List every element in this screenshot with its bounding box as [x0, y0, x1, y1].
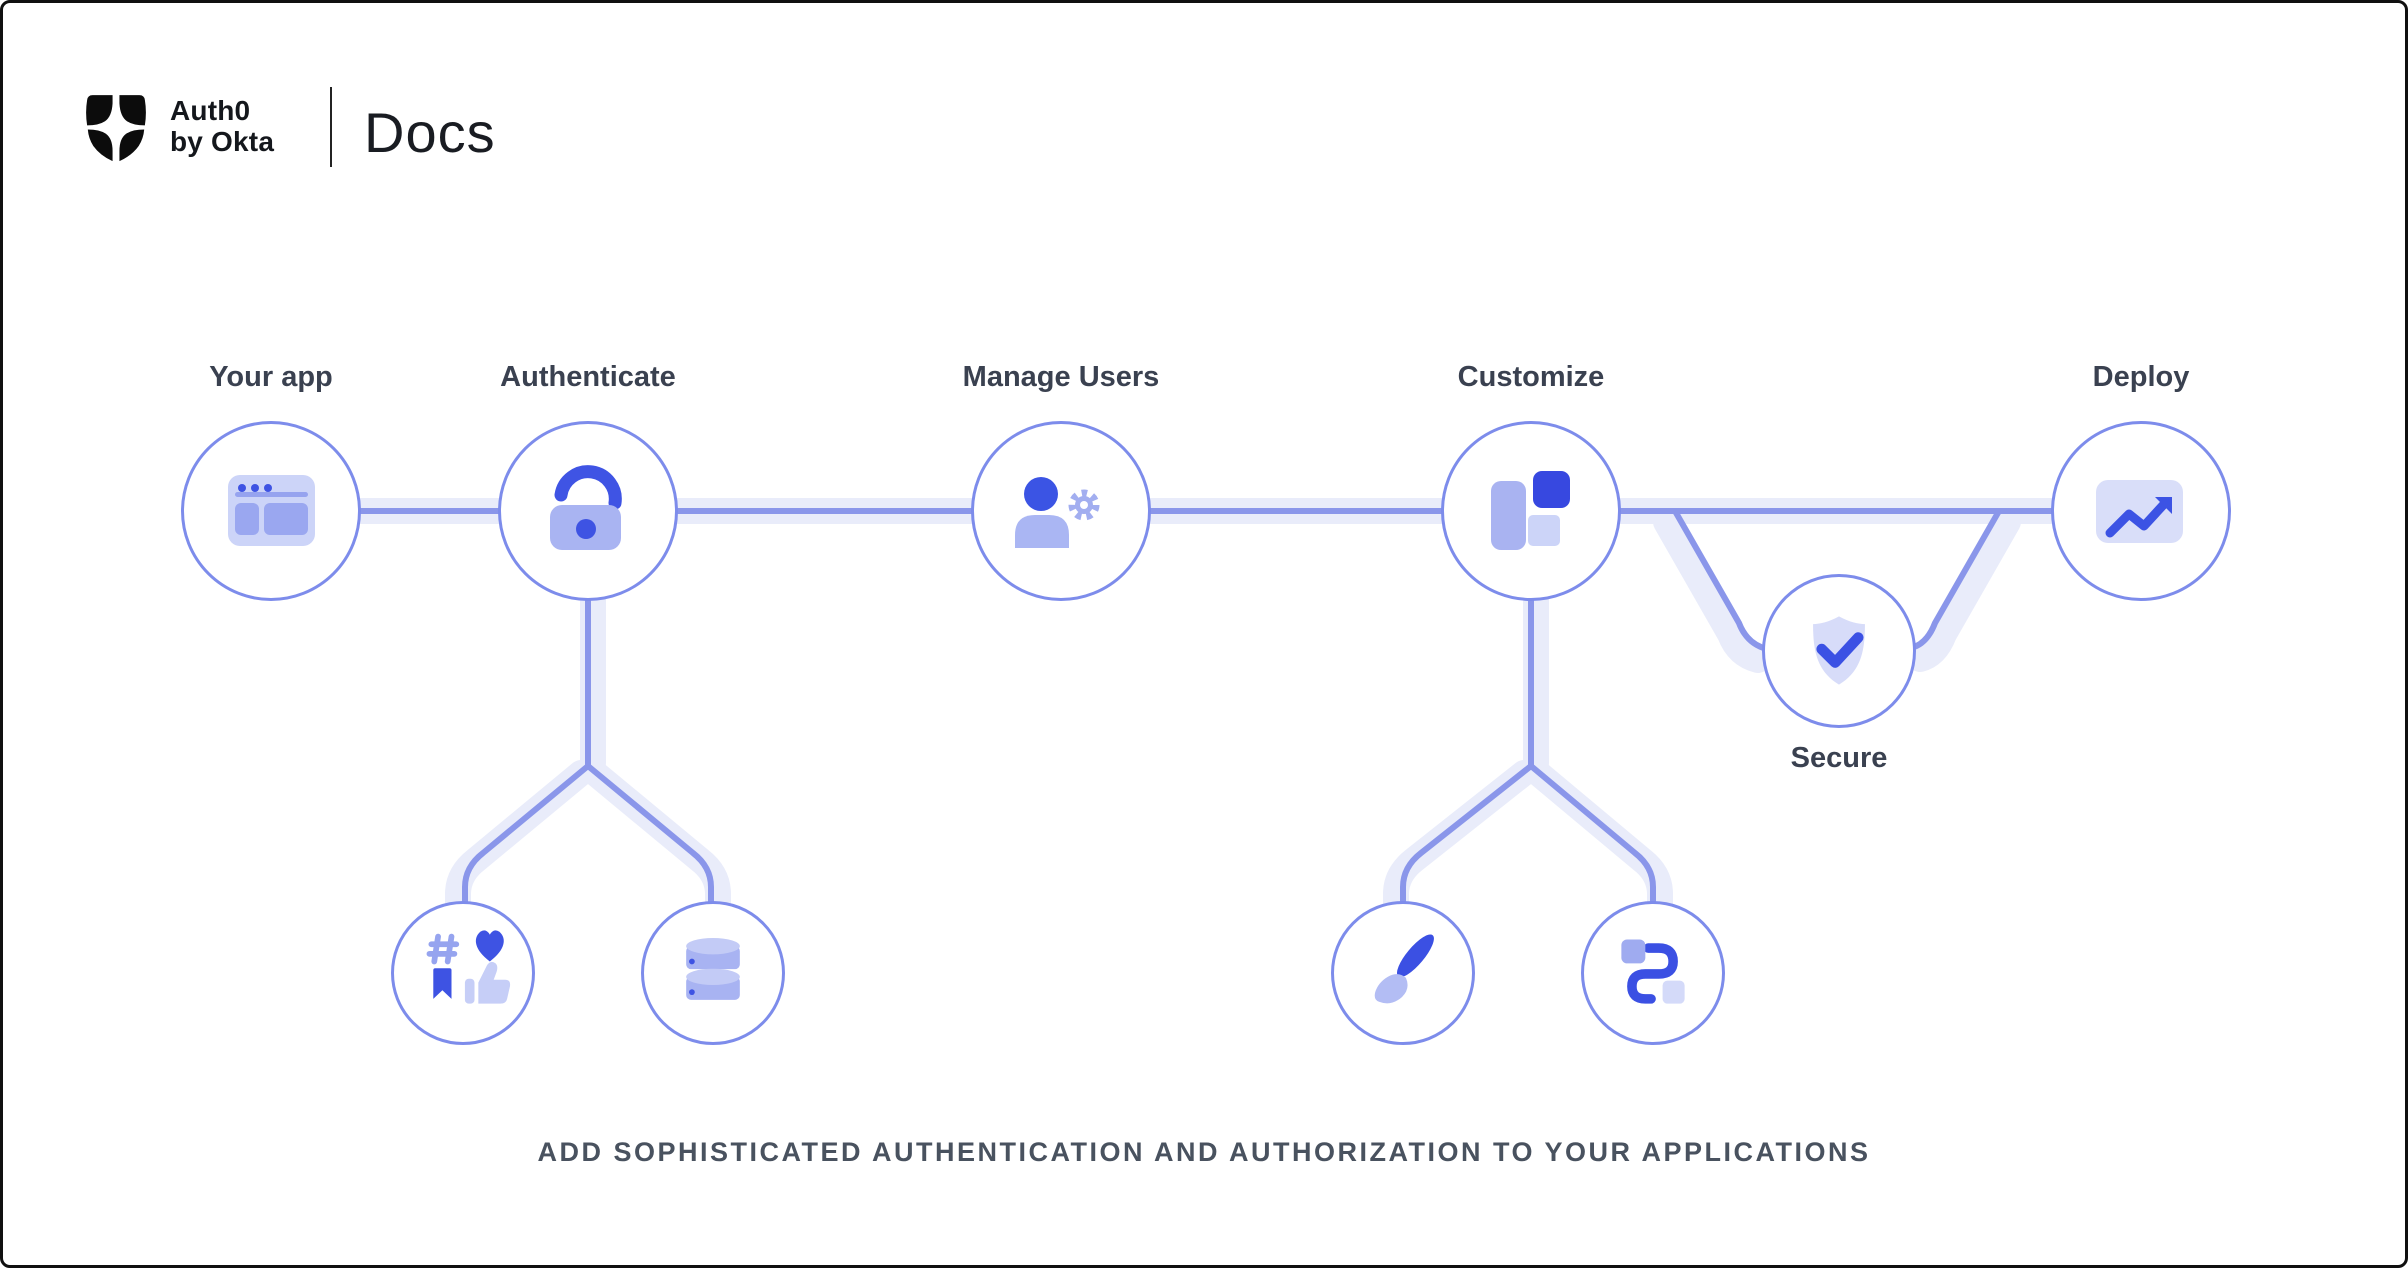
layout-blocks-icon: [1491, 471, 1570, 550]
subnode-database-circle: [641, 901, 785, 1045]
browser-window-icon: [228, 475, 315, 546]
paintbrush-icon: [1374, 934, 1434, 1004]
subnode-database: [641, 901, 785, 1045]
shield-check-icon: [1813, 616, 1865, 685]
node-customize: Customize: [1441, 361, 1621, 601]
flow-path-icon: [1621, 939, 1685, 1004]
subnode-social-login-circle: [391, 901, 535, 1045]
node-your-app: Your app: [181, 361, 361, 601]
trending-up-chart-icon: [2096, 480, 2183, 543]
brand-line1: Auth0: [170, 95, 251, 126]
node-your-app-label: Your app: [209, 361, 333, 393]
node-customize-label: Customize: [1457, 361, 1605, 393]
subnode-social-login: [391, 901, 535, 1045]
node-secure-label: Secure: [1790, 742, 1888, 774]
header-divider: [330, 87, 332, 167]
node-deploy: Deploy: [2051, 361, 2231, 601]
subnode-branding: [1331, 901, 1475, 1045]
subnode-actions-flow: [1581, 901, 1725, 1045]
node-deploy-label: Deploy: [2092, 361, 2190, 393]
auth0-wordmark[interactable]: Auth0 by Okta: [170, 95, 274, 157]
node-your-app-circle: [181, 421, 361, 601]
brand-line2: by Okta: [170, 126, 275, 157]
database-icon: [686, 938, 740, 1000]
subnode-actions-flow-circle: [1581, 901, 1725, 1045]
subnode-branding-circle: [1331, 901, 1475, 1045]
node-manage-users: Manage Users: [963, 361, 1159, 601]
user-gear-icon: [1015, 477, 1100, 548]
node-authenticate: Authenticate: [498, 361, 678, 601]
social-login-icon: [426, 930, 511, 1004]
open-padlock-icon: [550, 465, 622, 550]
connector-lines: [258, 498, 2154, 923]
node-customize-circle: [1441, 421, 1621, 601]
tagline: ADD SOPHISTICATED AUTHENTICATION AND AUT…: [537, 1137, 1871, 1167]
auth0-shield-icon[interactable]: [83, 93, 149, 166]
node-deploy-circle: [2051, 421, 2231, 601]
node-secure: Secure: [1762, 574, 1916, 774]
node-manage-users-circle: [971, 421, 1151, 601]
product-title[interactable]: Docs: [364, 101, 496, 164]
node-authenticate-circle: [498, 421, 678, 601]
node-authenticate-label: Authenticate: [500, 361, 676, 393]
node-secure-circle: [1762, 574, 1916, 728]
node-manage-users-label: Manage Users: [962, 361, 1160, 393]
